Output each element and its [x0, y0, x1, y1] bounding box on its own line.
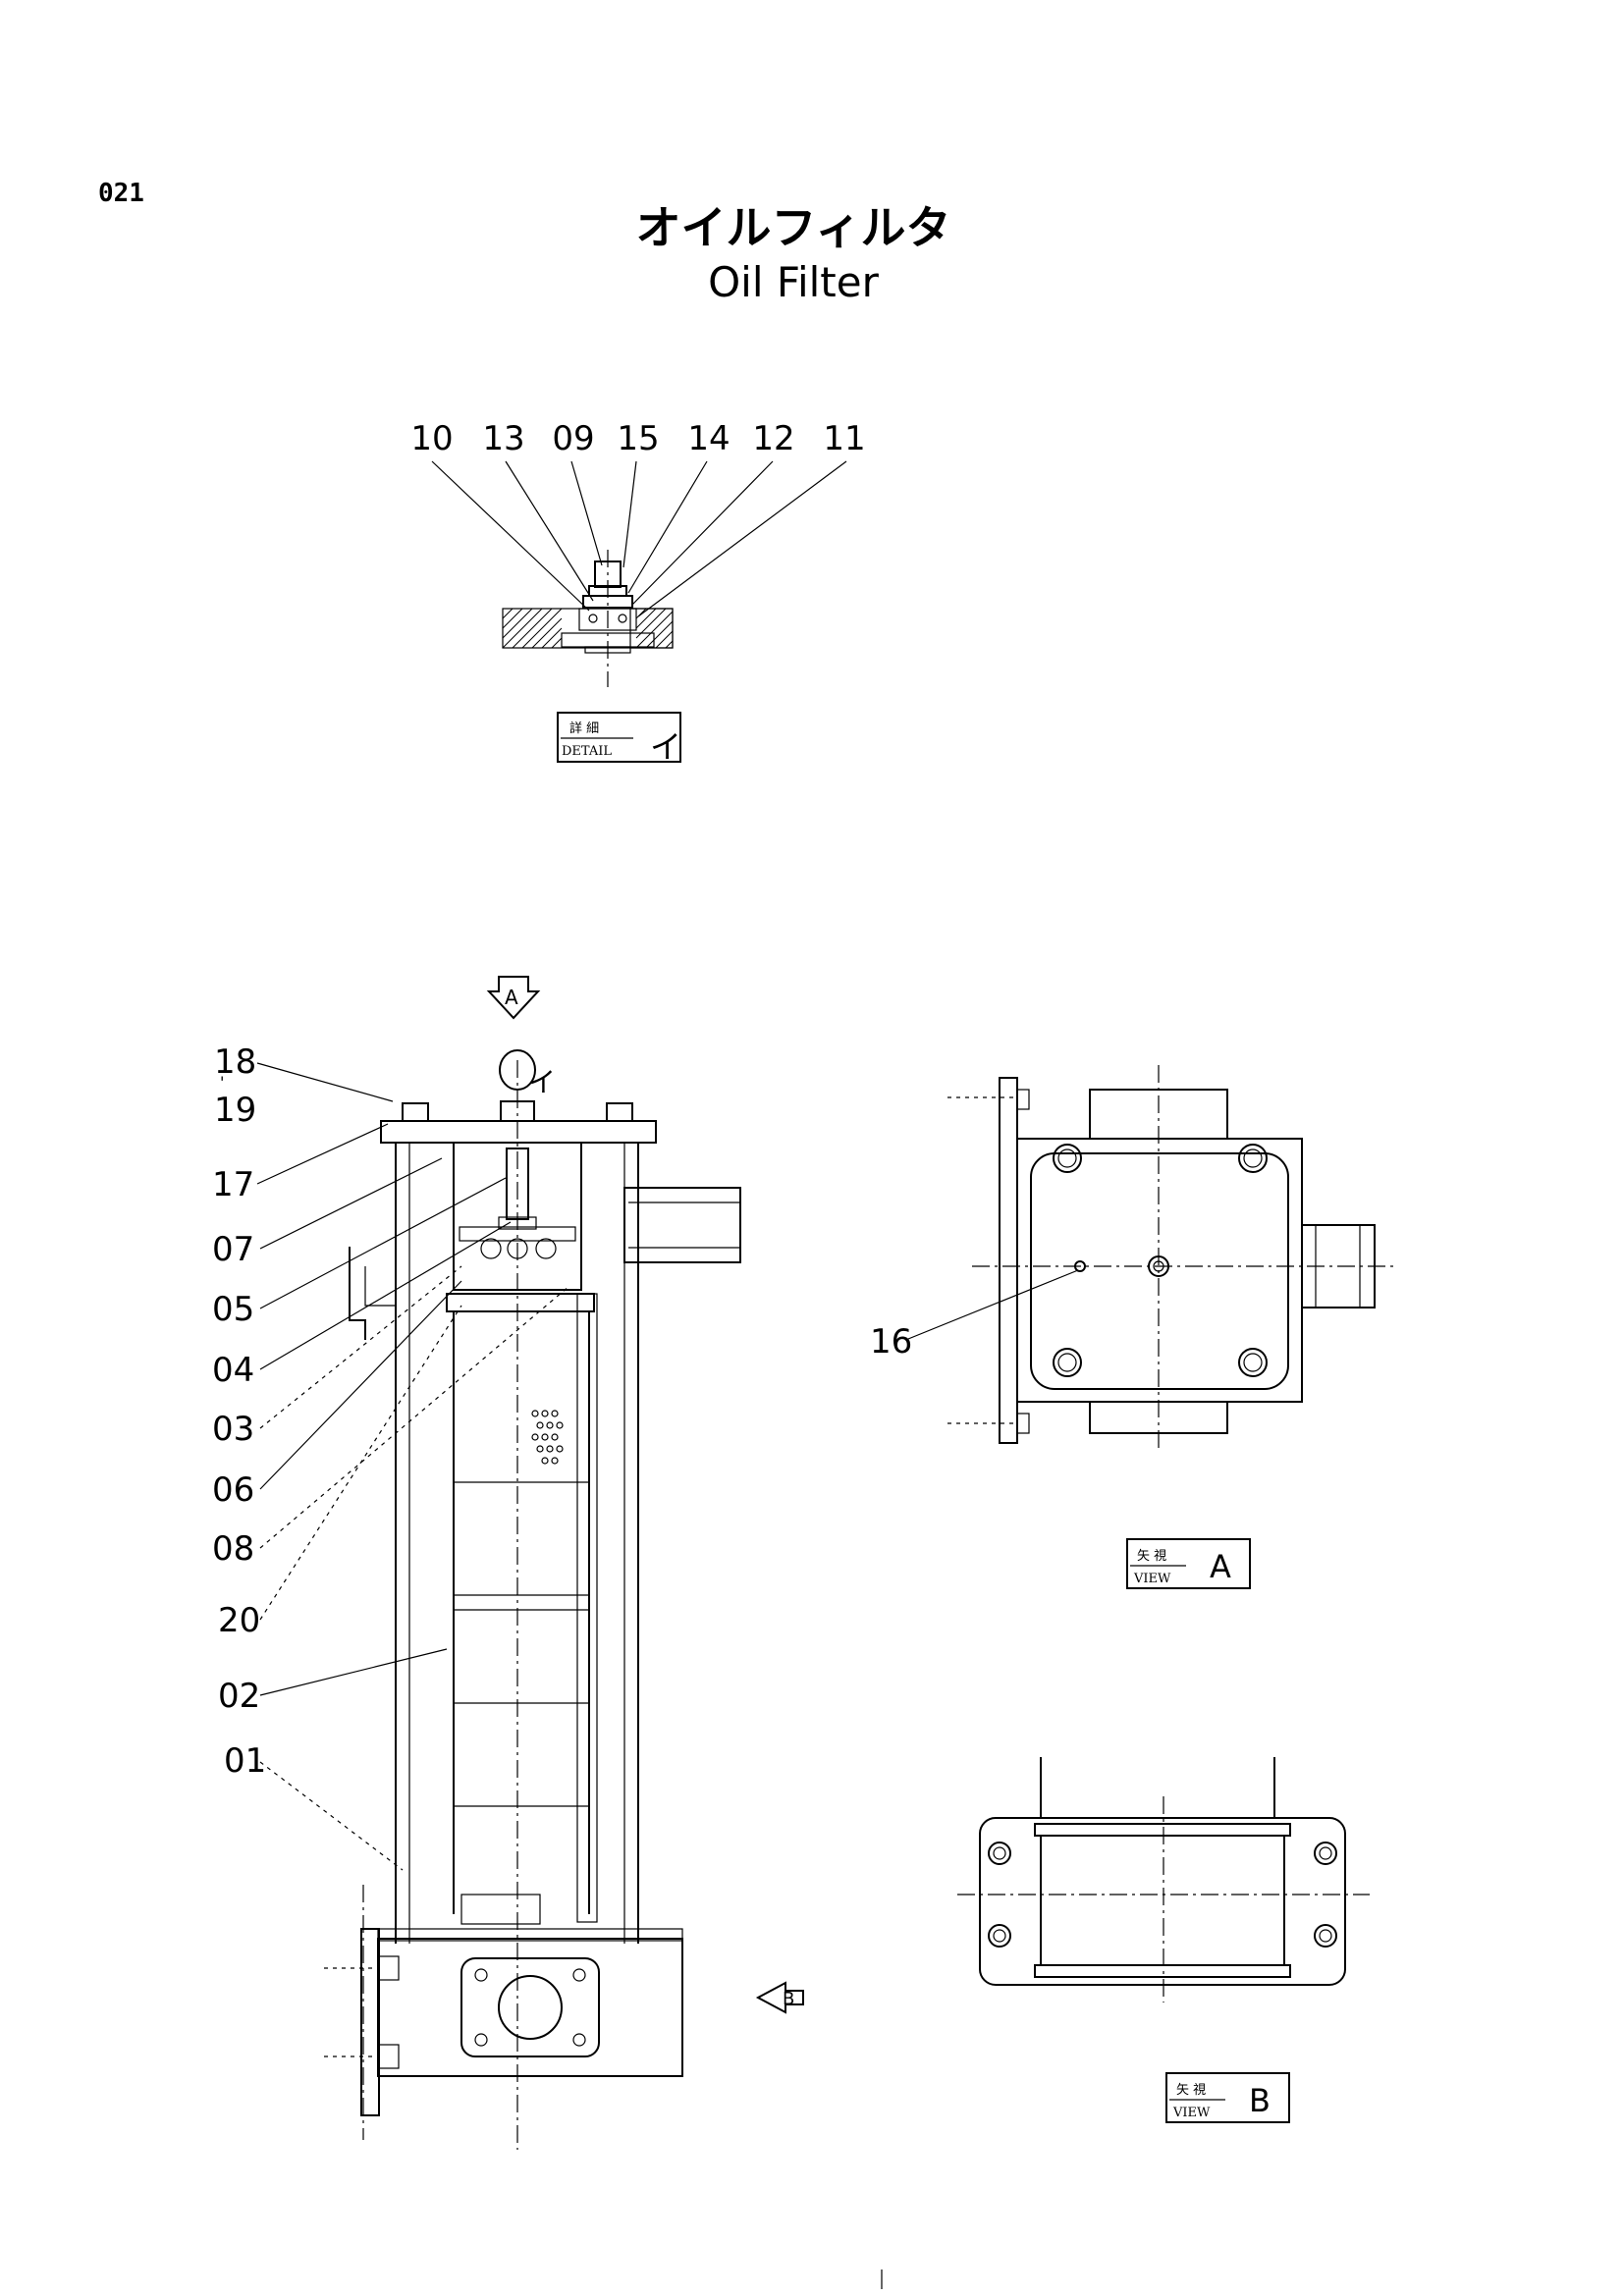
part-label: 16: [870, 1322, 912, 1362]
detail-marker: イ: [528, 1066, 556, 1098]
detail-drawing: [502, 550, 674, 687]
part-label: 01: [224, 1741, 266, 1781]
view-arrow-a-icon: [486, 976, 541, 1020]
detail-tag: 詳 細 DETAIL イ: [557, 712, 681, 766]
view-b-tag: 矢 視 VIEW B: [1165, 2072, 1290, 2123]
part-label: 15: [617, 419, 659, 458]
svg-text:VIEW: VIEW: [1172, 2106, 1211, 2120]
page-number: 021: [98, 179, 144, 208]
view-a-drawing: [907, 1065, 1394, 1453]
part-label: 12: [752, 419, 794, 458]
part-label: 17: [212, 1165, 254, 1204]
title-japanese: オイルフィルタ: [635, 201, 950, 254]
part-label: 02: [218, 1677, 260, 1716]
title-english: Oil Filter: [708, 258, 879, 306]
part-label: 20: [218, 1601, 260, 1640]
svg-text:矢 視: 矢 視: [1176, 2083, 1206, 2098]
part-label: 03: [212, 1410, 254, 1449]
detail-leaders: [431, 460, 847, 617]
svg-text:A: A: [1210, 1548, 1231, 1585]
detail-part-labels: 10 13 09 15 14 12 11: [410, 419, 865, 458]
svg-text:B: B: [1249, 2082, 1271, 2119]
main-section-drawing: A イ: [324, 976, 804, 2150]
main-part-labels: 18 ' 19 17 07 05 04 03 06 08 20 02 01: [212, 1042, 266, 1781]
view-arrow-b-icon: [755, 1981, 804, 2014]
part-label: 10: [410, 419, 453, 458]
view-a-part-labels: 16: [870, 1322, 912, 1362]
part-label: 06: [212, 1470, 254, 1510]
svg-text:': ': [220, 1073, 224, 1092]
part-label: 05: [212, 1290, 254, 1329]
part-label: 08: [212, 1529, 254, 1569]
part-label: 07: [212, 1230, 254, 1269]
svg-text:B: B: [783, 1989, 794, 2009]
part-label: 11: [823, 419, 865, 458]
perforation-pattern: [531, 1410, 564, 1465]
part-label: 04: [212, 1351, 254, 1390]
view-b-drawing: [957, 1757, 1370, 2002]
svg-text:矢 視: 矢 視: [1137, 1549, 1166, 1564]
part-label: 14: [687, 419, 730, 458]
part-label: 19: [214, 1091, 256, 1130]
part-label: 09: [552, 419, 594, 458]
part-label: 18: [214, 1042, 256, 1082]
svg-text:A: A: [505, 986, 518, 1009]
main-leaders: [256, 1062, 570, 1871]
svg-text:DETAIL: DETAIL: [562, 744, 612, 759]
part-label: 13: [482, 419, 524, 458]
svg-text:イ: イ: [650, 728, 681, 766]
view-a-tag: 矢 視 VIEW A: [1126, 1538, 1251, 1589]
svg-text:詳 細: 詳 細: [569, 721, 599, 736]
svg-text:VIEW: VIEW: [1133, 1572, 1171, 1586]
